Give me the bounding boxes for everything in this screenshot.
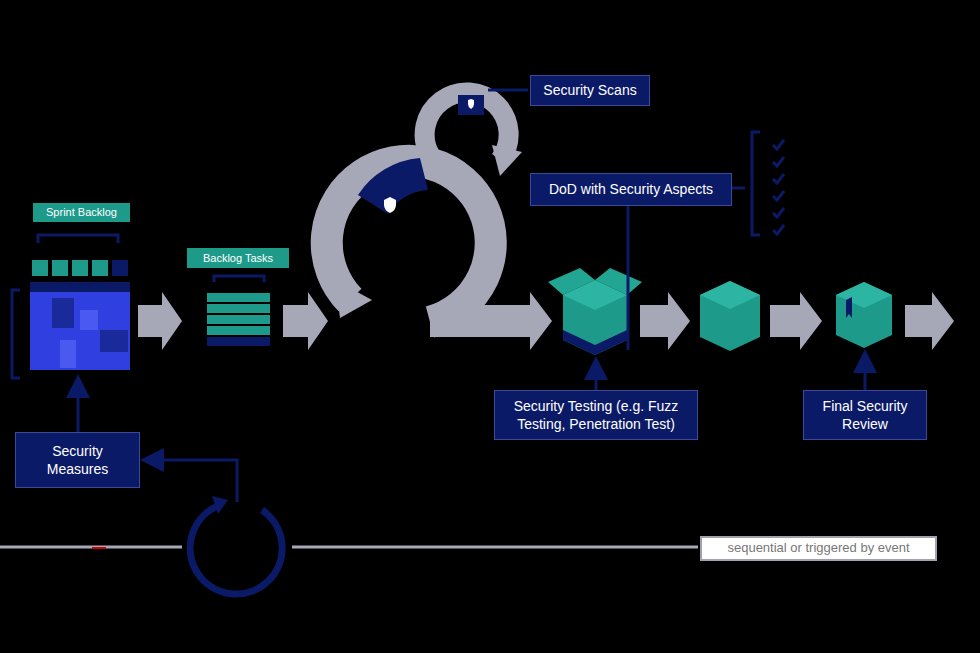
sprint-loop	[327, 92, 522, 322]
box-text: sequential or triggered by event	[727, 540, 909, 557]
threat-cycle	[190, 496, 282, 594]
label-box: Backlog Tasks	[187, 248, 289, 268]
callout-box: DoD with Security Aspects	[530, 173, 732, 206]
package-cube	[548, 268, 892, 355]
box-text: Security Scans	[543, 81, 636, 99]
callout-box: Security Testing (e.g. Fuzz Testing, Pen…	[494, 390, 698, 440]
marker	[92, 547, 106, 549]
box-text: Security Testing (e.g. Fuzz Testing, Pen…	[501, 397, 691, 433]
check-mark	[773, 140, 784, 234]
box-text: Security Measures	[22, 442, 133, 478]
backlog-blocks	[30, 260, 130, 370]
box-text: DoD with Security Aspects	[549, 180, 713, 198]
box-text: Backlog Tasks	[203, 251, 273, 265]
box-text: Sprint Backlog	[46, 205, 117, 219]
callout-box: Security Measures	[15, 432, 140, 488]
bracket	[214, 276, 264, 282]
leader-line	[78, 90, 865, 502]
box-text: Final Security Review	[810, 397, 920, 433]
bracket	[38, 235, 118, 243]
flow-arrow	[138, 292, 954, 350]
note-box: sequential or triggered by event	[700, 536, 937, 561]
callout-box: Security Scans	[530, 75, 650, 106]
callout-box: Final Security Review	[803, 390, 927, 440]
bracket	[12, 290, 20, 378]
timeline	[0, 546, 182, 549]
task-stack	[207, 293, 270, 346]
label-box: Sprint Backlog	[33, 203, 130, 222]
timeline	[292, 546, 698, 549]
